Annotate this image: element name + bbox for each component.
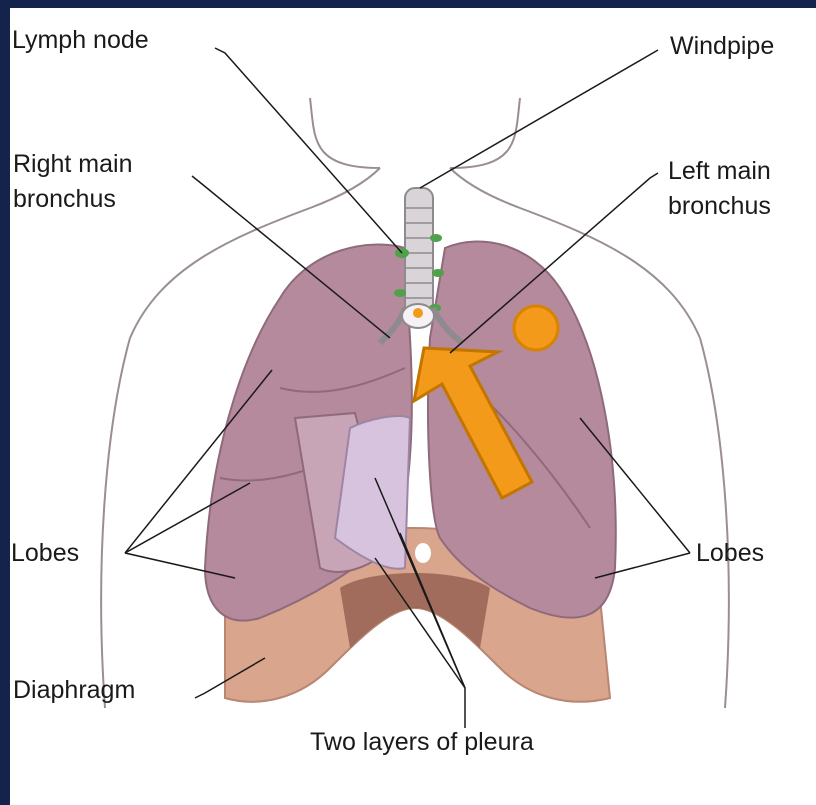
label-two-layers-of-pleura: Two layers of pleura (310, 728, 534, 756)
label-left-main-bronchus-line2: bronchus (668, 192, 771, 220)
label-left-main-bronchus-line1: Left main (668, 157, 771, 185)
orange-circle-marker (514, 306, 558, 350)
label-right-main-bronchus-line1: Right main (13, 150, 133, 178)
small-orange-marker (413, 308, 423, 318)
label-lobes-left: Lobes (11, 539, 79, 567)
label-right-main-bronchus-line2: bronchus (13, 185, 116, 213)
label-windpipe: Windpipe (670, 32, 774, 60)
label-diaphragm: Diaphragm (13, 676, 135, 704)
label-lobes-right: Lobes (696, 539, 764, 567)
diagram-panel: Lymph node Windpipe Right main bronchus … (10, 8, 816, 805)
label-lymph-node: Lymph node (12, 26, 149, 54)
heart-notch (415, 543, 431, 563)
